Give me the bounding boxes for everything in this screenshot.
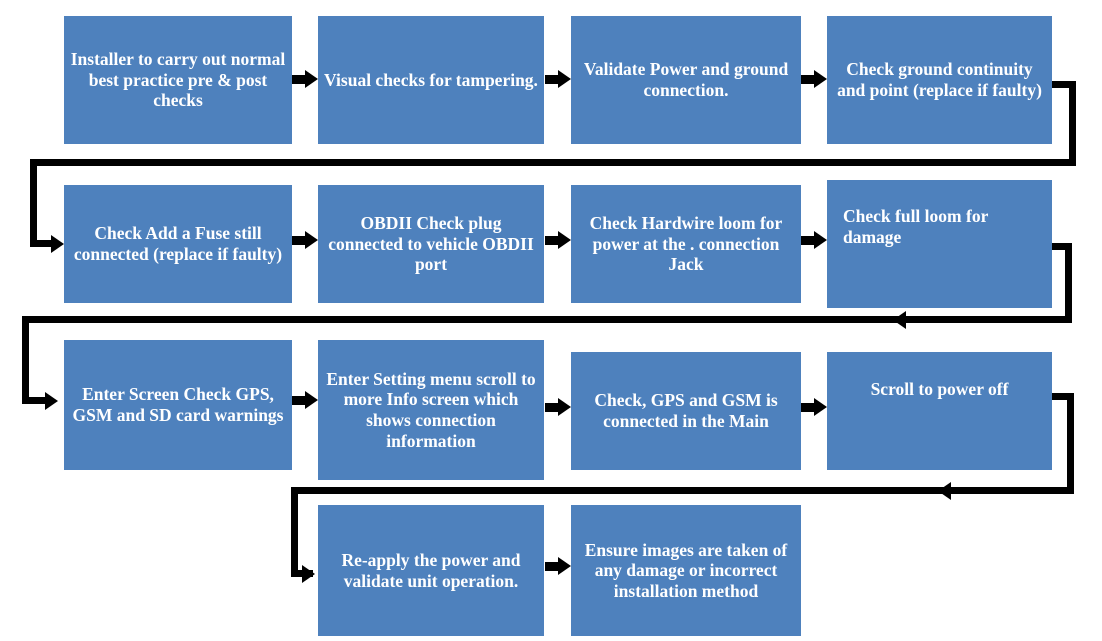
connector-n4-n5-arrowhead [51,235,64,253]
connector-n10-n11-arrowhead [558,398,571,416]
connector-n12-n13-seg-down2 [291,487,298,577]
connector-n11-n12-arrowhead [814,398,827,416]
connector-n12-n13-seg-right [1052,393,1074,400]
process-node-2-label: Visual checks for tampering. [324,69,538,90]
connector-n1-n2-arrowhead [305,70,318,88]
process-node-11-label: Check, GPS and GSM is connected in the M… [594,390,778,431]
process-node-12-label: Scroll to power off [870,378,1009,399]
process-node-3[interactable]: Validate Power and ground connection. [571,16,801,144]
process-node-13-label: Re-apply the power and validate unit ope… [341,549,521,591]
connector-n8-n9-arrowhead [45,392,58,410]
connector-n8-n9-seg-down2 [22,316,29,404]
process-node-1-label: Installer to carry out normal best pract… [70,49,286,111]
connector-n4-n5-seg-left [30,159,1076,166]
connector-n9-n10-arrowhead [305,391,318,409]
connector-n7-n8-line [801,236,817,245]
process-node-10-label: Enter Setting menu scroll to more Info s… [326,368,536,451]
connector-n12-n13-seg-down [1067,393,1074,488]
process-node-5[interactable]: Check Add a Fuse still connected (replac… [64,185,292,303]
process-node-1[interactable]: Installer to carry out normal best pract… [64,16,292,144]
process-node-9[interactable]: Enter Screen Check GPS, GSM and SD card … [64,340,292,470]
connector-n8-n9-arrowhead-mid [893,311,906,329]
process-node-9-label: Enter Screen Check GPS, GSM and SD card … [72,384,284,425]
process-node-12[interactable]: Scroll to power off [827,352,1052,470]
process-node-14[interactable]: Ensure images are taken of any damage or… [571,505,801,636]
process-node-2[interactable]: Visual checks for tampering. [318,16,544,144]
connector-n13-n14-line [545,562,561,571]
process-node-14-label: Ensure images are taken of any damage or… [584,539,788,601]
connector-n12-n13-seg-left [291,487,1074,494]
process-node-5-label: Check Add a Fuse still connected (replac… [73,223,283,264]
connector-n12-n13-arrowhead-mid [938,482,951,500]
process-node-3-label: Validate Power and ground connection. [583,59,789,100]
connector-n2-n3-line [545,75,561,84]
process-node-4-label: Check ground continuity and point (repla… [837,59,1042,100]
connector-n4-n5-seg-in [30,240,56,247]
connector-n6-n7-arrowhead [558,231,571,249]
connector-n5-n6-arrowhead [305,231,318,249]
connector-n11-n12-line [801,403,817,412]
connector-n10-n11-line [545,403,561,412]
process-node-8[interactable]: Check full loom for damage [827,180,1052,308]
connector-n3-n4-arrowhead [814,70,827,88]
process-node-10[interactable]: Enter Setting menu scroll to more Info s… [318,340,544,480]
connector-n9-n10-line [292,396,308,405]
connector-n4-n5-seg-down [1069,81,1076,159]
process-node-6[interactable]: OBDII Check plug connected to vehicle OB… [318,185,544,303]
connector-n8-n9-seg-down [1065,243,1072,319]
connector-n4-n5-seg-right [1052,81,1076,88]
connector-n2-n3-arrowhead [558,70,571,88]
connector-n1-n2-line [292,75,308,84]
process-node-7-label: Check Hardwire loom for power at the . c… [589,213,783,275]
process-node-8-label: Check full loom for damage [843,206,989,247]
connector-n3-n4-line [801,75,817,84]
process-node-4[interactable]: Check ground continuity and point (repla… [827,16,1052,144]
process-node-11[interactable]: Check, GPS and GSM is connected in the M… [571,352,801,470]
connector-n12-n13-arrowhead [302,565,315,583]
process-node-7[interactable]: Check Hardwire loom for power at the . c… [571,185,801,303]
connector-n8-n9-seg-left [22,316,1072,323]
connector-n8-n9-seg-in [22,397,50,404]
connector-n13-n14-arrowhead [558,557,571,575]
connector-n4-n5-seg-down2 [30,159,37,247]
connector-n7-n8-arrowhead [814,231,827,249]
connector-n8-n9-seg-right [1052,243,1072,250]
process-node-13[interactable]: Re-apply the power and validate unit ope… [318,505,544,636]
process-node-6-label: OBDII Check plug connected to vehicle OB… [328,213,534,275]
connector-n5-n6-line [292,236,308,245]
connector-n6-n7-line [545,236,561,245]
